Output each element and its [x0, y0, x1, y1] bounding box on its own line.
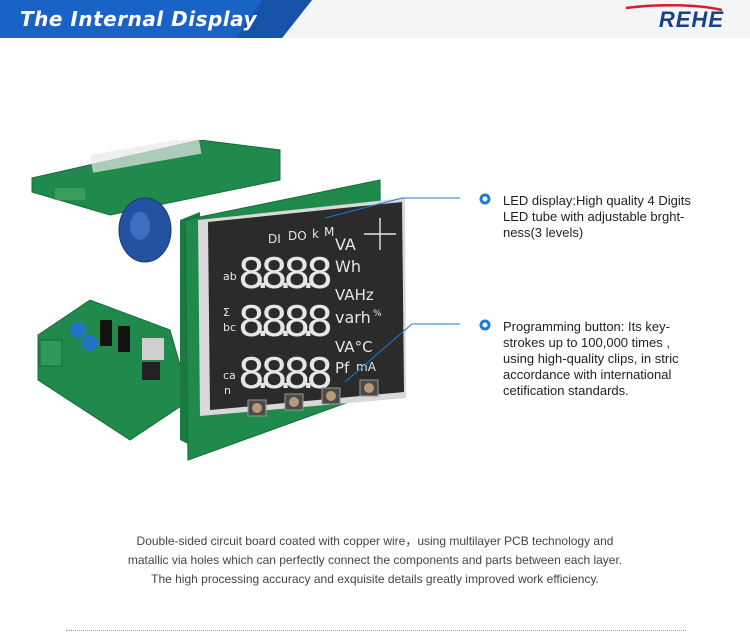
row1-unit-wh: Wh	[335, 257, 361, 276]
lcd-screen	[208, 202, 404, 410]
title-banner	[0, 0, 312, 38]
description-line: Double-sided circuit board coated with c…	[136, 534, 614, 548]
circuit-board-illustration: DI DO k M ab Σ bc ca n 8.8.8.8 8.8.8.8 8…	[31, 140, 460, 461]
indicator-m: M	[324, 225, 334, 239]
row2-unit-percent: %	[373, 309, 382, 319]
label-bc: bc	[223, 321, 236, 334]
header-bar: The Internal Display REHE	[0, 0, 750, 38]
label-ca: ca	[223, 369, 236, 382]
callout-line: using high-quality clips, in stric	[503, 351, 679, 366]
label-ab: ab	[223, 270, 237, 283]
indicator-do: DO	[288, 229, 307, 243]
bottom-pcb	[37, 299, 191, 441]
product-description: Double-sided circuit board coated with c…	[0, 532, 750, 589]
callout-line: LED tube with adjustable brght-	[503, 209, 685, 224]
callout-programming-button: Programming button: Its key- strokes up …	[503, 319, 679, 399]
row3-unit-vac: VA°C	[335, 338, 373, 356]
callout-line: Programming button: Its key-	[503, 319, 670, 334]
callout-line: ness(3 levels)	[503, 225, 584, 240]
row3-unit-ma: mA	[356, 360, 377, 374]
label-n: n	[224, 384, 231, 397]
top-pcb	[31, 140, 281, 216]
row1-unit-va: VA	[335, 235, 356, 254]
callout-line: cetification standards.	[503, 383, 629, 398]
callout-dot-icon	[479, 319, 491, 331]
direction-arrows-icon	[364, 218, 396, 250]
callout-line: accordance with international	[503, 367, 672, 382]
row1-digits: 8.8.8.8	[238, 249, 333, 298]
lcd-indicators: DI DO k M	[268, 225, 334, 246]
brand-logo: REHE	[658, 7, 724, 32]
row3-digits: 8.8.8.8	[238, 349, 333, 398]
page-title: The Internal Display	[20, 7, 258, 31]
callout-line: LED display:High quality 4 Digits	[503, 193, 691, 208]
callout-line: strokes up to 100,000 times ,	[503, 335, 670, 350]
row2-digits: 8.8.8.8	[238, 297, 333, 346]
callout-led-display: LED display:High quality 4 Digits LED tu…	[503, 193, 691, 241]
description-line: matallic via holes which can perfectly c…	[127, 553, 623, 567]
indicator-di: DI	[268, 232, 281, 246]
row2-unit-varh: varh	[335, 308, 371, 327]
programming-buttons	[247, 379, 379, 417]
brand-swoosh-icon	[625, 4, 723, 12]
bottom-divider	[66, 630, 686, 631]
description-line: The high processing accuracy and exquisi…	[151, 572, 599, 586]
row2-unit-vahz: VAHz	[335, 286, 374, 304]
label-sigma: Σ	[223, 306, 230, 319]
indicator-k: k	[312, 227, 319, 241]
callout-dot-icon	[479, 193, 491, 205]
row3-unit-pf: Pf	[335, 359, 350, 377]
